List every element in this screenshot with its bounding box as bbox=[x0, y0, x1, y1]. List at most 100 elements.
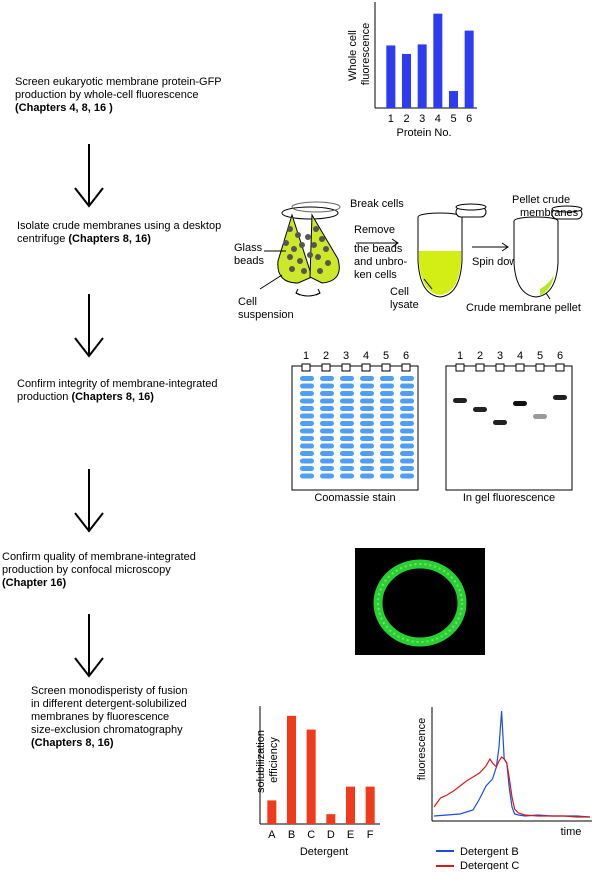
crude-pellet-label: Crude membrane pellet bbox=[466, 302, 581, 314]
coomassie-band bbox=[360, 458, 374, 464]
coomassie-band bbox=[380, 376, 394, 381]
well-5 bbox=[381, 363, 391, 372]
well-2 bbox=[321, 363, 331, 372]
bar-C bbox=[306, 729, 316, 824]
coomassie-band bbox=[380, 473, 394, 479]
coomassie-band bbox=[300, 383, 314, 389]
well-2 bbox=[475, 363, 485, 372]
tick-label-E: E bbox=[347, 829, 354, 841]
coomassie-band bbox=[320, 466, 334, 471]
coomassie-band bbox=[340, 391, 354, 396]
step-2-text: Isolate crude membranes using a desktop … bbox=[17, 220, 222, 245]
coomassie-band bbox=[340, 466, 354, 471]
coomassie-band bbox=[380, 436, 394, 441]
coomassie-band bbox=[300, 436, 314, 441]
fluorescence-lane-label: 3 bbox=[497, 350, 503, 362]
flow-arrow-2 bbox=[74, 294, 104, 358]
coomassie-band bbox=[400, 458, 414, 464]
coomassie-band bbox=[300, 391, 314, 396]
well-4 bbox=[515, 363, 525, 372]
coomassie-band bbox=[400, 391, 414, 396]
well-4 bbox=[361, 363, 371, 372]
fluorescence-lane-label: 6 bbox=[557, 350, 563, 362]
coomassie-band bbox=[400, 398, 414, 404]
coomassie-band bbox=[300, 473, 314, 479]
y-axis-label-line2: fluorescence bbox=[360, 23, 372, 85]
legend-label-detergent-c: Detergent C bbox=[460, 860, 519, 870]
coomassie-caption: Coomassie stain bbox=[314, 492, 395, 504]
coomassie-band bbox=[320, 473, 334, 479]
well-1 bbox=[301, 363, 311, 372]
coomassie-band bbox=[320, 383, 334, 389]
flow-arrow-1 bbox=[74, 144, 104, 208]
sec-trace-chart: fluorescence time Detergent B Detergent … bbox=[416, 707, 592, 870]
bar-1 bbox=[386, 45, 396, 108]
step-4-text: Confirm quality of membrane-integrated p… bbox=[2, 551, 196, 589]
bar-2 bbox=[402, 53, 411, 108]
coomassie-band bbox=[380, 391, 394, 396]
coomassie-band bbox=[360, 421, 374, 426]
cell-suspension-label: Cell suspension bbox=[238, 296, 294, 321]
well-6 bbox=[555, 363, 565, 372]
tick-label-4: 4 bbox=[435, 113, 441, 125]
coomassie-band bbox=[320, 398, 334, 404]
coomassie-band bbox=[340, 421, 354, 426]
coomassie-band bbox=[300, 466, 314, 471]
fluorescence-band-5 bbox=[533, 414, 547, 419]
coomassie-band bbox=[360, 391, 374, 396]
coomassie-lane-label: 4 bbox=[363, 350, 369, 362]
coomassie-lane-label: 6 bbox=[403, 350, 409, 362]
y-axis-label-line1: Whole cell bbox=[347, 30, 359, 81]
coomassie-band bbox=[400, 436, 414, 441]
y-axis-label: fluorescence bbox=[416, 718, 428, 780]
bar-B bbox=[287, 715, 296, 824]
y-axis-label: solubilization efficiency bbox=[255, 727, 280, 793]
break-cells-label: Break cells bbox=[350, 198, 404, 210]
confocal-image bbox=[355, 548, 485, 655]
coomassie-band bbox=[360, 383, 374, 389]
coomassie-band bbox=[380, 451, 394, 456]
fluorescence-lane-label: 4 bbox=[517, 350, 523, 362]
coomassie-band bbox=[380, 406, 394, 411]
coomassie-band bbox=[320, 428, 334, 434]
step-5-text: Screen monodisperisty of fusion in diffe… bbox=[31, 685, 188, 749]
coomassie-band bbox=[400, 466, 414, 471]
coomassie-band bbox=[360, 428, 374, 434]
bar-F bbox=[365, 786, 375, 824]
fluorescence-lane-label: 2 bbox=[477, 350, 483, 362]
y-axis-label-line2: efficiency bbox=[268, 737, 280, 783]
y-axis-label: Whole cell fluorescence bbox=[347, 23, 372, 85]
coomassie-band bbox=[400, 443, 414, 449]
fluorescence-gel bbox=[445, 363, 573, 491]
coomassie-band bbox=[300, 376, 314, 381]
coomassie-gel bbox=[291, 363, 419, 491]
fluorescence-band-1 bbox=[453, 398, 467, 403]
tick-label-A: A bbox=[268, 829, 276, 841]
fluorescence-band-6 bbox=[553, 395, 567, 400]
coomassie-band bbox=[320, 451, 334, 456]
coomassie-band bbox=[380, 383, 394, 389]
coomassie-band bbox=[320, 421, 334, 426]
coomassie-band bbox=[380, 428, 394, 434]
cell-suspension-pointer bbox=[259, 274, 283, 290]
bar-6 bbox=[464, 30, 474, 108]
well-6 bbox=[401, 363, 411, 372]
coomassie-band bbox=[380, 466, 394, 471]
spin-down-arrow-head bbox=[501, 242, 509, 252]
pellet-tube bbox=[513, 205, 583, 298]
tick-label-3: 3 bbox=[419, 113, 425, 125]
coomassie-band bbox=[300, 428, 314, 434]
fluorescence-lane-label: 5 bbox=[537, 350, 543, 362]
bar-E bbox=[346, 786, 355, 824]
coomassie-band bbox=[360, 466, 374, 471]
bead-tube bbox=[277, 201, 341, 297]
coomassie-band bbox=[320, 458, 334, 464]
tick-label-B: B bbox=[288, 829, 295, 841]
cell-lysate-pointer bbox=[423, 278, 433, 290]
lysate-tube bbox=[417, 203, 487, 298]
step-1-text: Screen eukaryotic membrane protein-GFP p… bbox=[15, 76, 222, 114]
flow-arrow-3 bbox=[74, 469, 104, 533]
coomassie-band bbox=[320, 436, 334, 441]
coomassie-band bbox=[300, 421, 314, 426]
